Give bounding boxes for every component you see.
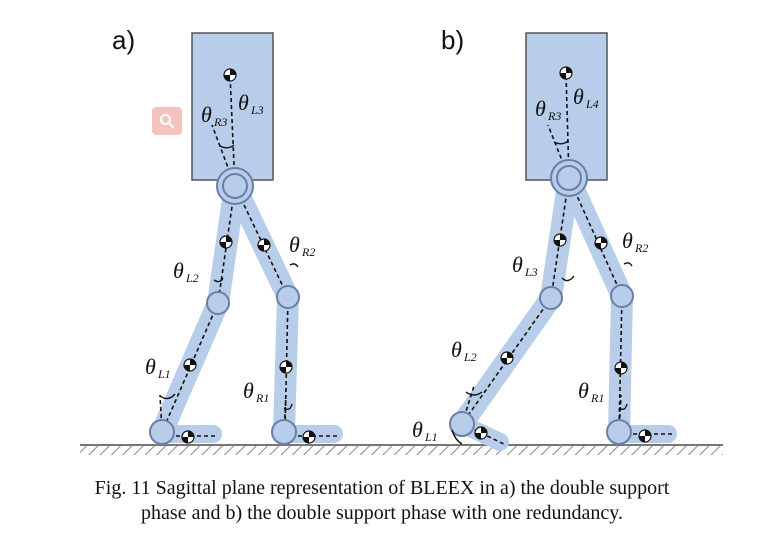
sub-r2-a: R2 (301, 245, 315, 259)
theta-labels-a: θ L3 θ R3 θ L2 θ R2 θ L1 θ R1 (145, 90, 315, 405)
theta-r2-a: θ (289, 232, 300, 257)
theta-labels-b: θ L4 θ R3 θ L3 θ R2 θ L2 θ R1 θ L1 (412, 84, 648, 444)
right-ankle-a (271, 419, 297, 445)
left-knee-a (206, 291, 230, 315)
sub-l2-a: L2 (185, 271, 199, 285)
sub-r1-b: R1 (590, 391, 604, 405)
theta-r1-a: θ (243, 378, 254, 403)
theta-r1-b: θ (578, 378, 589, 403)
sub-l1-b: L1 (424, 430, 438, 444)
panel-a-label: a) (112, 25, 135, 55)
sub-l3-a: L3 (250, 103, 264, 117)
angle-arcs-b (451, 140, 633, 445)
panel-b-label: b) (441, 25, 464, 55)
caption-line-2: phase and b) the double support phase wi… (141, 502, 623, 524)
sub-r3-a: R3 (213, 115, 227, 129)
com-markers-b (474, 66, 652, 443)
search-icon (160, 114, 174, 128)
right-knee-b (610, 284, 634, 308)
sub-r2-b: R2 (634, 241, 648, 255)
figure-caption: Fig. 11 Sagittal plane representation of… (20, 476, 744, 526)
theta-l1-a: θ (145, 354, 156, 379)
sub-r1-a: R1 (255, 391, 269, 405)
ground (80, 444, 723, 455)
caption-line-1: Fig. 11 Sagittal plane representation of… (94, 477, 670, 499)
theta-l2-b: θ (451, 337, 462, 362)
theta-l3-b: θ (512, 252, 523, 277)
panel-b: b) (412, 25, 677, 451)
sub-l3-b: L3 (524, 265, 538, 279)
left-ankle-a (149, 419, 175, 445)
angle-arcs-a (159, 144, 299, 411)
sub-l4-b: L4 (585, 97, 599, 111)
right-ankle-b (606, 419, 632, 445)
sub-r3-b: R3 (547, 109, 561, 123)
right-knee-a (276, 285, 300, 309)
left-knee-b (539, 286, 563, 310)
sub-l2-b: L2 (463, 350, 477, 364)
search-overlay-button[interactable] (152, 107, 182, 135)
theta-l3-a: θ (238, 90, 249, 115)
panel-a: a) (112, 25, 343, 445)
theta-l2-a: θ (173, 258, 184, 283)
theta-r3-b: θ (535, 96, 546, 121)
theta-l4-b: θ (573, 84, 584, 109)
theta-r3-a: θ (201, 102, 212, 127)
com-markers-a (181, 68, 316, 444)
sub-l1-a: L1 (157, 367, 171, 381)
theta-r2-b: θ (622, 228, 633, 253)
theta-l1-b: θ (412, 417, 423, 442)
left-ankle-b (449, 411, 475, 437)
